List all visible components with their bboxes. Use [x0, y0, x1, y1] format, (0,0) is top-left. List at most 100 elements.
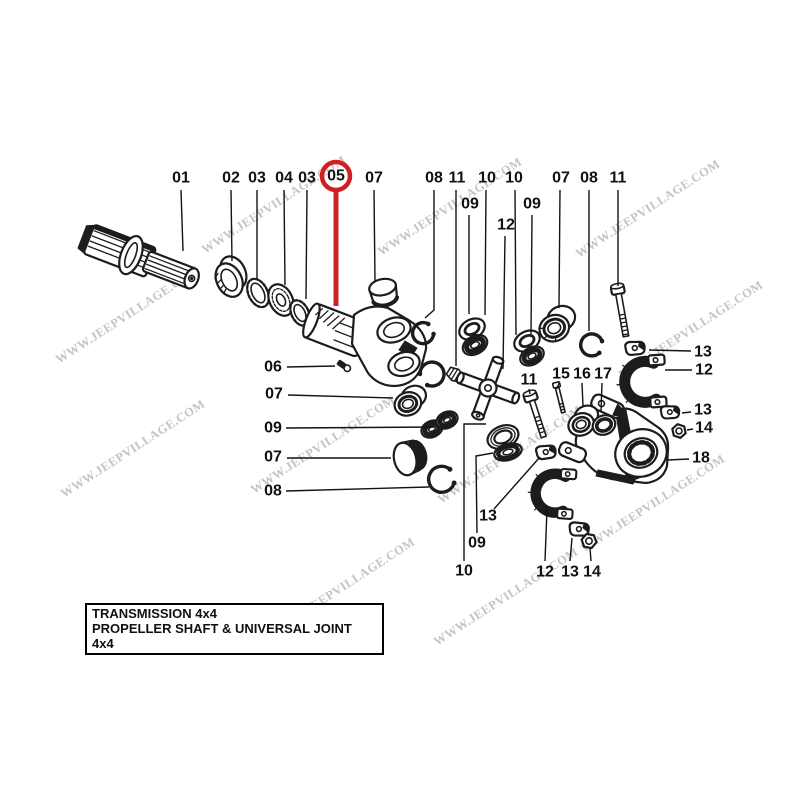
part-09-lock-washer-bottom — [493, 442, 523, 462]
leader-line-03b — [305, 189, 308, 300]
leader-line-13d — [493, 456, 541, 510]
part-label-10c: 10 — [455, 563, 473, 580]
watermark-text: WWW.JEEPVILLAGE.COM — [431, 545, 580, 649]
part-label-10b: 10 — [505, 170, 523, 187]
part-label-09a: 09 — [461, 196, 479, 213]
part-13-clip-bottom-1 — [535, 444, 557, 461]
leader-line-10c — [463, 423, 486, 561]
part-label-12b: 12 — [695, 362, 713, 379]
part-label-11c: 11 — [521, 372, 538, 389]
part-09-oil-seal-2 — [519, 345, 545, 367]
caption-box: TRANSMISSION 4x4 PROPELLER SHAFT & UNIVE… — [85, 603, 384, 655]
leader-line-09b — [530, 214, 533, 335]
leader-line-07a — [373, 189, 376, 283]
part-label-09d: 09 — [468, 535, 486, 552]
leader-line-18 — [667, 458, 690, 461]
part-label-13b: 13 — [694, 402, 712, 419]
leader-line-01 — [180, 189, 184, 252]
part-label-17: 17 — [594, 366, 612, 383]
part-07-bearing-cap-left — [392, 439, 428, 477]
leader-line-10b — [514, 189, 517, 336]
part-09-oil-seal-1 — [461, 333, 489, 357]
part-06-grease-fitting — [336, 359, 352, 373]
part-01-main-shaft — [77, 224, 200, 290]
part-label-11a: 11 — [449, 170, 466, 187]
part-08-snap-ring-left — [426, 464, 457, 494]
part-label-13a: 13 — [694, 344, 712, 361]
leader-line-06 — [286, 365, 336, 368]
part-label-18: 18 — [692, 450, 710, 467]
leader-line-12c — [544, 508, 548, 562]
leader-line-07b — [558, 189, 561, 309]
part-label-14b: 14 — [695, 420, 713, 437]
part-10-dust-washer-1 — [458, 317, 486, 341]
part-12-clamp-bottom — [527, 467, 578, 520]
part-label-05: 05 — [327, 168, 345, 185]
part-16-bearing — [567, 404, 600, 437]
part-label-16: 16 — [573, 366, 591, 383]
leader-line-02 — [230, 189, 233, 262]
part-label-13e: 13 — [561, 564, 579, 581]
part-label-10a: 10 — [478, 170, 496, 187]
part-07-bearing-cup-right — [538, 304, 577, 343]
part-14-nut-bottom — [580, 532, 598, 550]
part-label-07d: 07 — [264, 449, 282, 466]
part-11-bolt-right — [609, 282, 630, 338]
part-12-journal-cross — [455, 355, 521, 421]
part-label-12c: 12 — [536, 564, 554, 581]
leader-line-13e — [569, 537, 573, 562]
part-label-07b: 07 — [552, 170, 570, 187]
leader-line-08a — [424, 190, 435, 319]
part-label-08a: 08 — [425, 170, 443, 187]
part-label-03a: 03 — [248, 170, 266, 187]
watermark-text: WWW.JEEPVILLAGE.COM — [248, 393, 397, 497]
highlight-circle — [319, 159, 353, 193]
part-label-01: 01 — [172, 170, 190, 187]
part-label-09b: 09 — [523, 196, 541, 213]
part-label-06: 06 — [264, 359, 282, 376]
highlight-layer — [319, 159, 353, 193]
part-label-12a: 12 — [497, 217, 515, 234]
leader-line-14b — [686, 428, 694, 431]
part-08-snap-ring-2 — [417, 360, 446, 388]
leader-line-09d — [475, 452, 494, 534]
leader-line-16 — [581, 382, 584, 407]
part-label-08b: 08 — [580, 170, 598, 187]
leader-line-07c — [287, 394, 394, 399]
caption-subtitle: PROPELLER SHAFT & UNIVERSAL JOINT 4x4 — [92, 621, 352, 651]
part-12-clamp-right — [616, 353, 668, 409]
part-label-14c: 14 — [583, 564, 601, 581]
caption-title: TRANSMISSION 4x4 — [92, 606, 217, 621]
part-label-15: 15 — [552, 366, 570, 383]
part-label-13d: 13 — [479, 508, 497, 525]
parts-layer — [77, 224, 687, 550]
part-label-11b: 11 — [610, 170, 627, 187]
leader-line-17 — [600, 382, 603, 412]
part-label-08c: 08 — [264, 483, 282, 500]
leader-line-13b — [681, 411, 692, 414]
leader-lines-layer — [180, 189, 694, 562]
part-label-09c: 09 — [264, 420, 282, 437]
part-04-bearing-ring — [267, 283, 295, 317]
part-07-bearing-cup-left — [393, 384, 428, 417]
part-14-nut-right — [671, 423, 687, 439]
part-label-07c: 07 — [265, 386, 283, 403]
part-13-clip-right-2 — [659, 405, 681, 420]
part-05-sleeve-yoke — [302, 302, 428, 388]
leader-line-04 — [283, 189, 286, 286]
part-03-lock-ring-1 — [246, 277, 270, 309]
leader-line-13a — [648, 349, 692, 352]
part-13-clip-right-1 — [624, 340, 646, 357]
part-label-03b: 03 — [298, 170, 316, 187]
part-15-bolt — [551, 381, 566, 414]
part-label-02: 02 — [222, 170, 240, 187]
leader-line-14c — [589, 547, 592, 562]
watermark-text: WWW.JEEPVILLAGE.COM — [58, 397, 207, 501]
part-label-07a: 07 — [365, 170, 383, 187]
leader-line-08c — [285, 486, 430, 492]
leader-line-12a — [502, 235, 506, 370]
part-09-seal-left-2 — [435, 410, 459, 430]
